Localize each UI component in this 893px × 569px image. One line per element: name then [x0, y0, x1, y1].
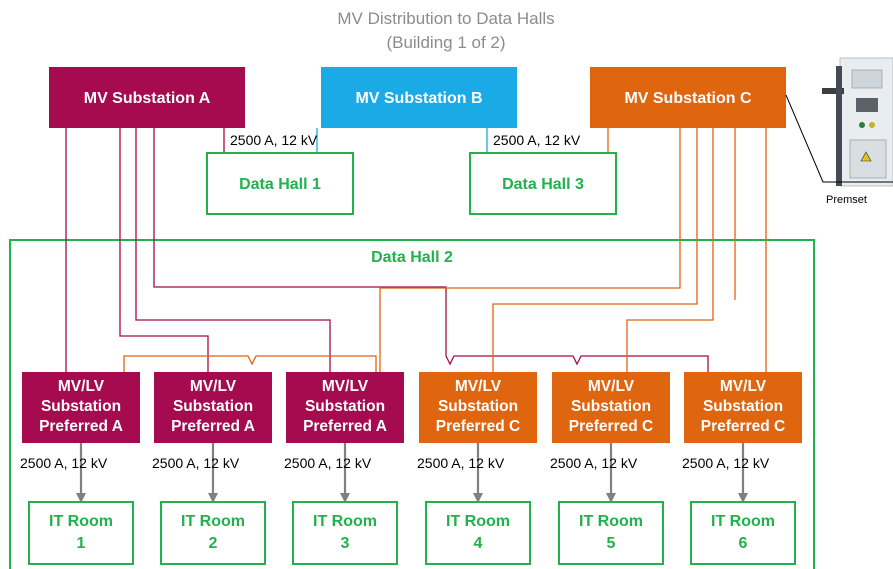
data-hall-1-label: Data Hall 1 — [239, 176, 321, 193]
mvlv-ratings: 2500 A, 12 kV 2500 A, 12 kV 2500 A, 12 kV 2… — [20, 443, 770, 503]
wiring — [65, 128, 767, 372]
it-room-4-number: 4 — [474, 535, 483, 552]
mvlv-rating-2: 2500 A, 12 kV — [152, 455, 240, 471]
diagram-subtitle: (Building 1 of 2) — [386, 33, 505, 52]
mvlv-substation-4-label-1: MV/LV — [455, 378, 502, 395]
mv-substation-b — [321, 67, 517, 128]
mvlv-substation-4 — [419, 372, 537, 443]
mvlv-substation-6-label-3: Preferred C — [701, 418, 785, 435]
mvlv-substation-5-label-3: Preferred C — [569, 418, 653, 435]
feeder-c-to-mvlv3 — [379, 128, 681, 372]
mvlv-rating-6: 2500 A, 12 kV — [682, 455, 770, 471]
data-hall-3 — [469, 152, 617, 215]
mv-substation-a — [49, 67, 245, 128]
it-room-3-label: IT Room — [313, 513, 377, 530]
it-room-4 — [425, 501, 531, 565]
mvlv-substation-2-label-2: Substation — [173, 398, 253, 415]
it-room-1-number: 1 — [77, 535, 86, 552]
mvlv-substation-3-label-2: Substation — [305, 398, 385, 415]
mvlv-substation-1 — [22, 372, 140, 443]
it-room-2-label: IT Room — [181, 513, 245, 530]
mvlv-substation-3-label-1: MV/LV — [322, 378, 369, 395]
it-room-6-label: IT Room — [711, 513, 775, 530]
it-room-3 — [292, 501, 398, 565]
mvlv-substation-3-label-3: Preferred A — [303, 418, 387, 435]
it-room-5 — [558, 501, 664, 565]
mvlv-substation-5-label-2: Substation — [571, 398, 651, 415]
premset-caption: Premset — [826, 194, 867, 206]
mvlv-rating-3: 2500 A, 12 kV — [284, 455, 372, 471]
mv-substation-b-label: MV Substation B — [355, 90, 482, 107]
data-hall-2-boundary — [9, 239, 815, 569]
feeder-a-to-mvlv3 — [135, 128, 331, 372]
it-room-6 — [690, 501, 796, 565]
hall3-feed-rating: 2500 A, 12 kV — [493, 132, 581, 148]
premset-callout-line — [785, 94, 893, 183]
mvlv-rating-5: 2500 A, 12 kV — [550, 455, 638, 471]
mvlv-substation-4-label-2: Substation — [438, 398, 518, 415]
mvlv-substation-6-label-1: MV/LV — [720, 378, 767, 395]
it-room-2 — [160, 501, 266, 565]
mvlv-substation-1-label-2: Substation — [41, 398, 121, 415]
it-room-1-label: IT Room — [49, 513, 113, 530]
it-room-6-number: 6 — [739, 535, 748, 552]
mv-substation-c-label: MV Substation C — [624, 90, 752, 107]
feeder-c-to-mvlv5 — [626, 128, 714, 372]
feeder-a-to-mvlv6 — [153, 128, 709, 372]
mvlv-rating-4: 2500 A, 12 kV — [417, 455, 505, 471]
mvlv-substation-1-label-1: MV/LV — [58, 378, 105, 395]
feeder-c-to-mvlv4 — [492, 128, 698, 372]
it-room-3-number: 3 — [341, 535, 350, 552]
mvlv-substation-2 — [154, 372, 272, 443]
data-hall-1 — [206, 152, 354, 215]
hall1-feed-rating: 2500 A, 12 kV — [230, 132, 318, 148]
mvlv-substation-4-label-3: Preferred C — [436, 418, 520, 435]
it-room-5-number: 5 — [607, 535, 616, 552]
mvlv-substation-2-label-3: Preferred A — [171, 418, 255, 435]
mvlv-substation-5-label-1: MV/LV — [588, 378, 635, 395]
mvlv-rating-1: 2500 A, 12 kV — [20, 455, 108, 471]
mvlv-substation-6-label-2: Substation — [703, 398, 783, 415]
it-room-5-label: IT Room — [579, 513, 643, 530]
diagram-title: MV Distribution to Data Halls — [337, 9, 554, 28]
mvlv-substation-3 — [286, 372, 404, 443]
feeder-c-to-mvlv1 — [123, 355, 377, 372]
mvlv-substation-5 — [552, 372, 670, 443]
mvlv-substation-2-label-1: MV/LV — [190, 378, 237, 395]
mvlv-substation-6 — [684, 372, 802, 443]
mv-substation-c — [590, 67, 786, 128]
it-room-4-label: IT Room — [446, 513, 510, 530]
data-hall-3-label: Data Hall 3 — [502, 176, 584, 193]
it-room-2-number: 2 — [209, 535, 218, 552]
it-rooms: IT Room 1 IT Room 2 IT Room 3 IT Room 4 IT Room 5… — [28, 501, 796, 565]
feeder-a-to-mvlv2 — [119, 128, 209, 372]
switchgear-cabinet-icon — [822, 57, 893, 187]
mvlv-substation-1-label-3: Preferred A — [39, 418, 123, 435]
mv-substation-a-label: MV Substation A — [84, 90, 211, 107]
data-hall-2-label: Data Hall 2 — [371, 249, 453, 266]
it-room-1 — [28, 501, 134, 565]
